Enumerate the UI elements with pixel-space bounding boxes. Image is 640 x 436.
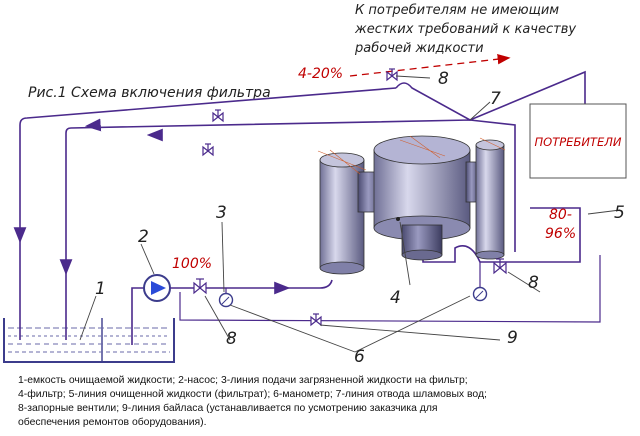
note-line-1: К потребителям не имеющим — [355, 3, 559, 18]
consumers-label: ПОТРЕБИТЕЛИ — [535, 135, 622, 149]
callout-7: 7 — [490, 89, 501, 109]
percentage-consumers-2: 96% — [545, 226, 576, 242]
callout-8-right: 8 — [528, 273, 539, 293]
filter-unit — [317, 135, 506, 275]
valve-top-inner — [202, 143, 214, 157]
bypass-down-pipe — [179, 255, 601, 323]
callout-5: 5 — [614, 203, 625, 223]
percentage-top: 4-20% — [298, 66, 343, 82]
pump-icon — [151, 281, 166, 295]
filter-marker-dot — [396, 217, 400, 221]
legend-line-1: 1-емкость очищаемой жидкости; 2-насос; 3… — [18, 375, 468, 386]
other-consumers-line — [349, 54, 511, 77]
callout-3: 3 — [216, 203, 227, 223]
percentage-consumers-1: 80- — [549, 207, 572, 223]
note-line-3: рабочей жидкости — [354, 41, 484, 56]
legend-line-4: обеспечения ремонтов оборудования). — [18, 417, 207, 428]
callout-9: 9 — [507, 328, 518, 348]
valve-bypass — [310, 313, 322, 327]
sludge-line — [19, 70, 586, 270]
callout-4: 4 — [390, 288, 401, 308]
note-line-2: жестких требований к качеству — [354, 22, 576, 37]
suction-pipe — [131, 287, 147, 345]
diagram-title: Рис.1 Схема включения фильтра — [28, 85, 271, 101]
flow-arrow-top — [84, 118, 102, 132]
valve-feed — [193, 278, 207, 295]
valve-top-left — [212, 109, 224, 123]
filtrate-line — [422, 207, 581, 263]
feed-line — [170, 279, 333, 289]
legend-line-2: 4-фильтр; 5-линия очищенной жидкости (фи… — [18, 389, 487, 400]
valve-filtrate — [493, 258, 507, 275]
callout-8-top: 8 — [438, 69, 449, 89]
liquid-tank — [3, 318, 175, 363]
legend-line-3: 8-запорные вентили; 9-линия байласа (уст… — [18, 403, 438, 414]
percentage-pump: 100% — [172, 256, 212, 272]
callout-2: 2 — [138, 227, 149, 247]
callout-8-left: 8 — [226, 329, 237, 349]
callout-1: 1 — [95, 279, 106, 299]
legend: 1-емкость очищаемой жидкости; 2-насос; 3… — [18, 374, 628, 430]
valve-top-right — [386, 68, 398, 82]
consumers-box — [529, 103, 627, 179]
callout-6: 6 — [354, 347, 365, 367]
